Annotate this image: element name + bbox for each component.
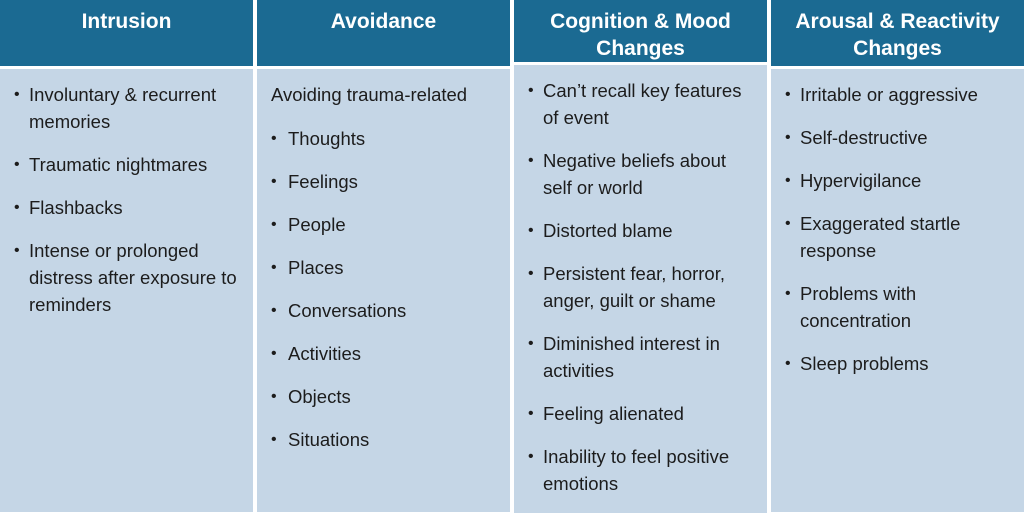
arousal-reactivity-list: Irritable or aggressive Self-destructive… <box>785 81 1016 377</box>
column-body-intrusion: Involuntary & recurrent memories Traumat… <box>0 69 253 512</box>
avoidance-list: Thoughts Feelings People Places Conversa… <box>271 125 502 453</box>
list-item: Activities <box>271 340 502 367</box>
list-item: Situations <box>271 426 502 453</box>
list-item: Negative beliefs about self or world <box>528 147 759 201</box>
list-item: Flashbacks <box>14 194 245 221</box>
list-item: Thoughts <box>271 125 502 152</box>
list-item: Self-destructive <box>785 124 1016 151</box>
list-item: Hypervigilance <box>785 167 1016 194</box>
cognition-mood-list: Can’t recall key features of event Negat… <box>528 77 759 497</box>
list-item: Problems with concentration <box>785 280 1016 334</box>
list-item: Sleep problems <box>785 350 1016 377</box>
list-item: Can’t recall key features of event <box>528 77 759 131</box>
column-body-cognition-mood: Can’t recall key features of event Negat… <box>514 65 767 513</box>
column-header-intrusion: Intrusion <box>0 0 253 69</box>
list-item: Persistent fear, horror, anger, guilt or… <box>528 260 759 314</box>
column-body-avoidance: Avoiding trauma-related Thoughts Feeling… <box>257 69 510 512</box>
list-item: Feeling alienated <box>528 400 759 427</box>
list-item: Exaggerated startle response <box>785 210 1016 264</box>
list-item: Feelings <box>271 168 502 195</box>
column-intrusion: Intrusion Involuntary & recurrent memori… <box>0 0 253 512</box>
list-item: Inability to feel positive emotions <box>528 443 759 497</box>
list-item: Intense or prolonged distress after expo… <box>14 237 245 318</box>
list-item: People <box>271 211 502 238</box>
list-item: Conversations <box>271 297 502 324</box>
column-header-cognition-mood: Cognition & Mood Changes <box>514 0 767 65</box>
column-cognition-mood: Cognition & Mood Changes Can’t recall ke… <box>514 0 767 513</box>
list-item: Traumatic nightmares <box>14 151 245 178</box>
column-arousal-reactivity: Arousal & Reactivity Changes Irritable o… <box>771 0 1024 512</box>
column-header-arousal-reactivity: Arousal & Reactivity Changes <box>771 0 1024 69</box>
intrusion-list: Involuntary & recurrent memories Traumat… <box>14 81 245 318</box>
column-header-avoidance: Avoidance <box>257 0 510 69</box>
avoidance-intro: Avoiding trauma-related <box>271 84 468 105</box>
list-item: Involuntary & recurrent memories <box>14 81 245 135</box>
list-item: Diminished interest in activities <box>528 330 759 384</box>
list-item: Distorted blame <box>528 217 759 244</box>
list-item: Objects <box>271 383 502 410</box>
list-item: Places <box>271 254 502 281</box>
column-avoidance: Avoidance Avoiding trauma-related Though… <box>257 0 510 512</box>
list-item: Irritable or aggressive <box>785 81 1016 108</box>
column-body-arousal-reactivity: Irritable or aggressive Self-destructive… <box>771 69 1024 512</box>
